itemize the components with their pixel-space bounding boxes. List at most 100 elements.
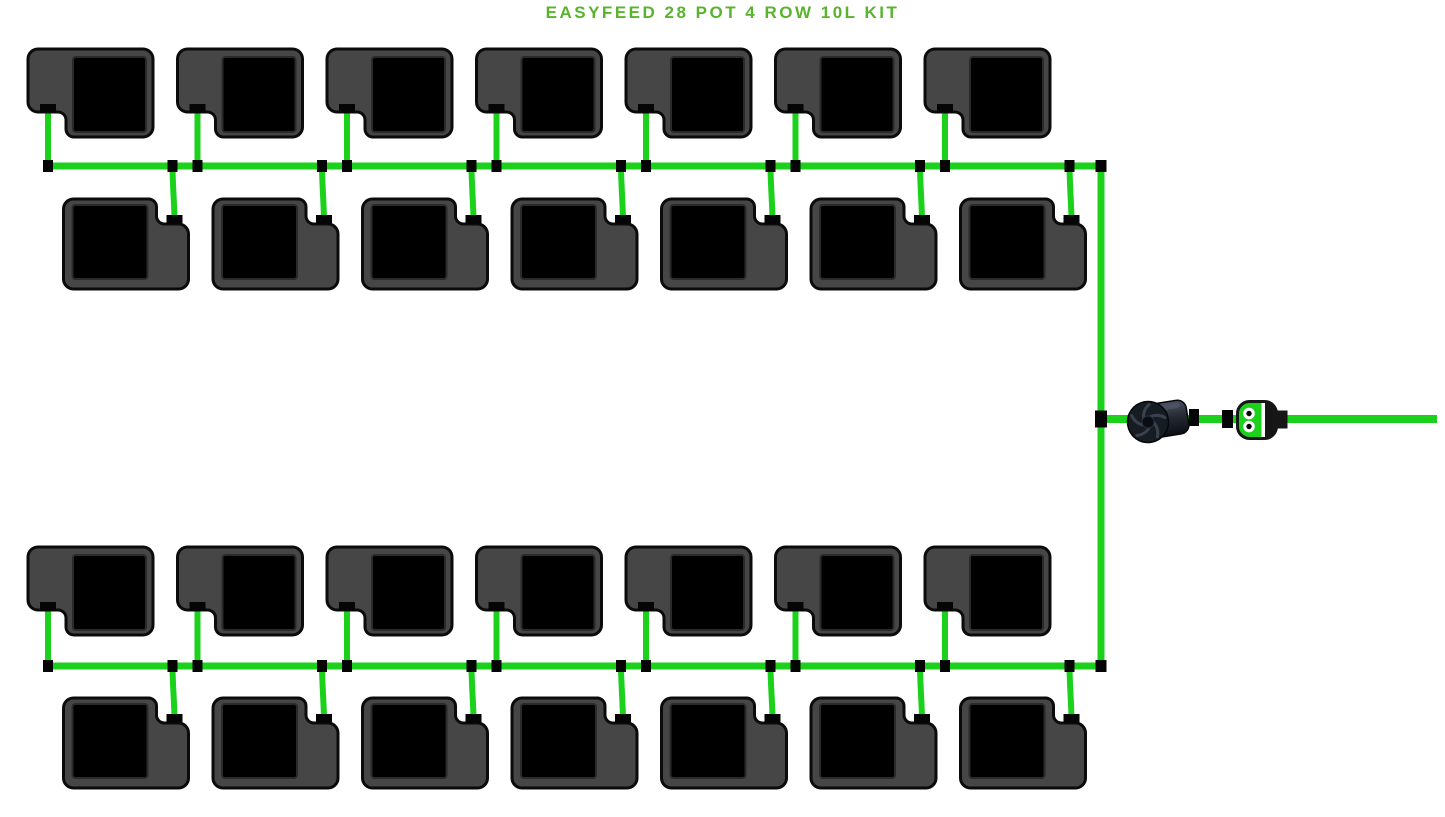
pot-outlet-fitting (764, 215, 781, 224)
pot-opening (520, 554, 596, 631)
pot-opening (669, 703, 747, 779)
pot-outlet-fitting (166, 215, 183, 224)
tee-fitting (765, 160, 776, 172)
pot-opening (72, 554, 147, 631)
tee-fitting (192, 660, 203, 672)
tee-fitting (915, 160, 925, 172)
pot-outlet-fitting (316, 714, 332, 723)
tee-fitting (491, 160, 502, 172)
pot-outlet-fitting (189, 104, 206, 113)
pot-outlet-fitting (40, 104, 56, 113)
pot-row1-col7 (923, 47, 1052, 139)
pot-drop-tube (767, 165, 776, 222)
pot-drop-tube (917, 665, 925, 721)
pots-layer (26, 47, 1087, 790)
pot-opening (221, 56, 297, 133)
diagram-title: EASYFEED 28 POT 4 ROW 10L KIT (545, 3, 900, 22)
tee-fitting (790, 160, 801, 172)
tee-fitting (317, 660, 327, 672)
pot-outlet-fitting (764, 714, 781, 723)
tee-fitting (342, 160, 352, 172)
easyfeed-doser (1236, 400, 1278, 440)
pot-opening (968, 204, 1046, 280)
pot-row2-col6 (809, 197, 938, 291)
tee-fitting (491, 660, 502, 672)
pot-opening (520, 204, 597, 280)
pot-opening (670, 554, 745, 631)
pot-outlet-fitting (937, 104, 953, 113)
pot-opening (520, 703, 597, 779)
fittings-layer (43, 160, 1107, 672)
pot-drop-tube (1066, 165, 1075, 222)
tee-fitting (641, 660, 651, 672)
doser-face-green (1237, 401, 1262, 439)
barb-fitting (1189, 409, 1199, 426)
pot-row4-col4 (510, 696, 639, 790)
doser-outline (1236, 400, 1278, 440)
pot-opening (221, 204, 298, 280)
pot-opening (669, 204, 747, 280)
pot-opening (819, 554, 895, 631)
pump-hub (1141, 415, 1155, 429)
pot-row2-col3 (361, 197, 489, 291)
pump-impeller-blade (1141, 403, 1151, 420)
pot-opening (819, 56, 895, 133)
pot-drop-tube (468, 665, 477, 721)
pot-row2-col5 (660, 197, 788, 291)
pot-opening (969, 554, 1044, 631)
doser-port-hole (1246, 410, 1252, 417)
pot-row3-col5 (624, 545, 753, 637)
pot-row4-col7 (959, 696, 1087, 790)
pot-opening (221, 554, 297, 631)
pot-outlet-fitting (1063, 215, 1080, 224)
tee-fitting (342, 660, 352, 672)
tee-fitting (466, 160, 477, 172)
pot-opening (520, 56, 596, 133)
pot-opening (819, 204, 896, 280)
tee-fitting (466, 660, 477, 672)
pot-outlet-fitting (488, 104, 505, 113)
pot-drop-tube (169, 165, 178, 222)
pot-outlet-fitting (638, 104, 654, 113)
tee-fitting (1064, 660, 1075, 672)
pot-drop-tube (767, 665, 776, 721)
pot-opening (968, 703, 1046, 779)
tee-fitting (915, 660, 925, 672)
elbow-fitting (1095, 160, 1107, 172)
pot-drop-tube (917, 165, 925, 222)
pot-row3-col4 (475, 545, 603, 637)
pump-impeller-blade (1148, 413, 1167, 420)
pot-drop-tube (319, 665, 327, 721)
pot-opening (71, 703, 149, 779)
pot-outlet-fitting (488, 602, 505, 611)
pot-outlet-fitting (189, 602, 206, 611)
barb-fitting (1222, 410, 1233, 428)
pot-drop-tube (468, 165, 477, 222)
tee-fitting (317, 160, 327, 172)
pot-row1-col5 (624, 47, 753, 139)
pot-drop-tube (618, 165, 626, 222)
pot-row1-col6 (774, 47, 902, 139)
pot-row3-col3 (325, 545, 454, 637)
pot-outlet-fitting (1063, 714, 1080, 723)
pot-opening (370, 703, 448, 779)
pot-opening (71, 204, 149, 280)
pot-row2-col1 (62, 197, 190, 291)
pot-outlet-fitting (615, 714, 631, 723)
pot-outlet-fitting (339, 104, 355, 113)
tee-fitting (940, 160, 950, 172)
pot-outlet-fitting (787, 104, 804, 113)
tee-fitting (1064, 160, 1075, 172)
pot-drop-tube (1066, 665, 1075, 721)
tee-fitting (616, 160, 626, 172)
pot-row1-col3 (325, 47, 454, 139)
tee-fitting (641, 160, 651, 172)
pot-row2-col4 (510, 197, 639, 291)
pot-opening (371, 554, 446, 631)
pot-outlet-fitting (166, 714, 183, 723)
tee-fitting (616, 660, 626, 672)
pot-row4-col5 (660, 696, 788, 790)
pot-opening (969, 56, 1044, 133)
